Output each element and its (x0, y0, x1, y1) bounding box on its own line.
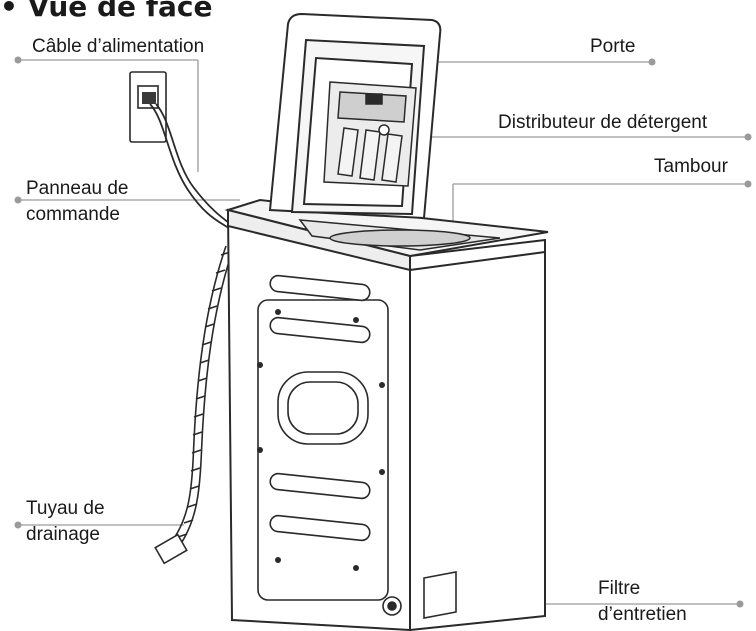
service-filter (423, 571, 457, 619)
label-control-panel: Panneau de commande (26, 176, 129, 228)
leader-drum (452, 180, 752, 232)
label-drain-hose: Tuyau de drainage (26, 496, 105, 548)
leader-power-cable (14, 56, 199, 172)
label-service-filter: Filtre d’entretien (598, 576, 687, 628)
leader-drain-hose (14, 521, 184, 529)
label-control-panel-line1: Panneau de (26, 178, 129, 199)
label-detergent-dispenser: Distributeur de détergent (498, 112, 708, 133)
label-drain-hose-line2: drainage (26, 524, 100, 545)
label-drum: Tambour (654, 156, 728, 177)
label-control-panel-line2: commande (26, 204, 120, 225)
front-panel (257, 274, 402, 616)
wall-outlet (129, 71, 167, 143)
label-power-cable: Câble d’alimentation (32, 36, 205, 57)
drain-hose (154, 245, 235, 565)
page-title: • Vue de face (0, 0, 213, 23)
detergent-dispenser (323, 81, 417, 187)
panel-screws (257, 309, 385, 571)
label-service-filter-line1: Filtre (598, 578, 641, 599)
leader-door (438, 58, 656, 66)
label-drain-hose-line1: Tuyau de (26, 498, 105, 519)
leader-detergent-dispenser (424, 133, 752, 141)
power-cable (149, 103, 239, 233)
label-door: Porte (590, 36, 636, 57)
label-service-filter-line2: d’entretien (598, 604, 687, 625)
drum (298, 219, 501, 251)
